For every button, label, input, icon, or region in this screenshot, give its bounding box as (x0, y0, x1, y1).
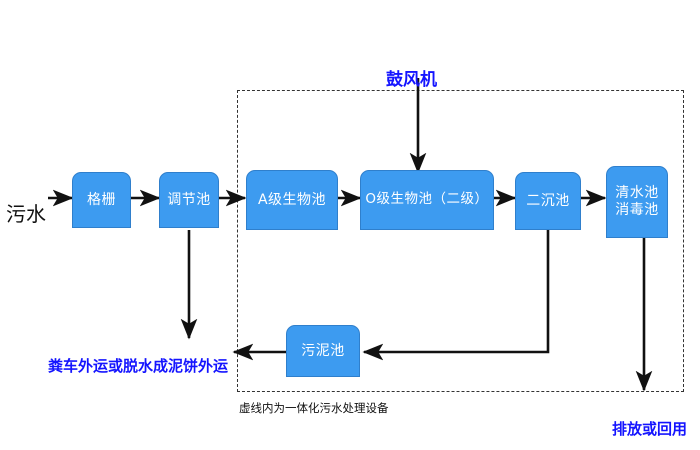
node-secondary-settler[interactable]: 二沉池 (515, 172, 581, 230)
node-a-stage-bioreactor-label: A级生物池 (257, 191, 327, 208)
integrated-equipment-dashed-boundary (237, 90, 684, 392)
node-a-stage-bioreactor[interactable]: A级生物池 (246, 170, 338, 230)
label-blower-text: 鼓风机 (386, 69, 437, 90)
caption-dashed-boundary: 虚线内为一体化污水处理设备 (239, 400, 389, 416)
node-regulating-tank-label: 调节池 (167, 191, 211, 208)
node-sludge-tank-label: 污泥池 (301, 342, 345, 359)
label-discharge-or-reuse: 排放或回用 (612, 404, 687, 439)
node-sludge-tank[interactable]: 污泥池 (286, 325, 360, 377)
node-regulating-tank[interactable]: 调节池 (159, 172, 219, 228)
label-blower: 鼓风机 (386, 51, 437, 90)
node-grille-label: 格栅 (87, 191, 116, 208)
node-o-stage-bioreactor-label: O级生物池（二级） (365, 191, 489, 208)
node-clearwater-disinfection-tank[interactable]: 清水池 消毒池 (606, 166, 668, 238)
node-secondary-settler-label: 二沉池 (526, 192, 570, 209)
node-clearwater-disinfection-tank-label: 清水池 消毒池 (615, 185, 659, 218)
label-influent-sewage: 污水 (6, 180, 46, 226)
label-influent-sewage-text: 污水 (6, 202, 46, 226)
label-sludge-haulage: 粪车外运或脱水成泥饼外运 (48, 341, 228, 376)
node-grille[interactable]: 格栅 (72, 172, 131, 228)
label-discharge-or-reuse-text: 排放或回用 (612, 420, 688, 439)
node-o-stage-bioreactor[interactable]: O级生物池（二级） (360, 170, 494, 230)
label-sludge-haulage-text: 粪车外运或脱水成泥饼外运 (48, 357, 229, 376)
caption-dashed-boundary-text: 虚线内为一体化污水处理设备 (239, 401, 389, 415)
